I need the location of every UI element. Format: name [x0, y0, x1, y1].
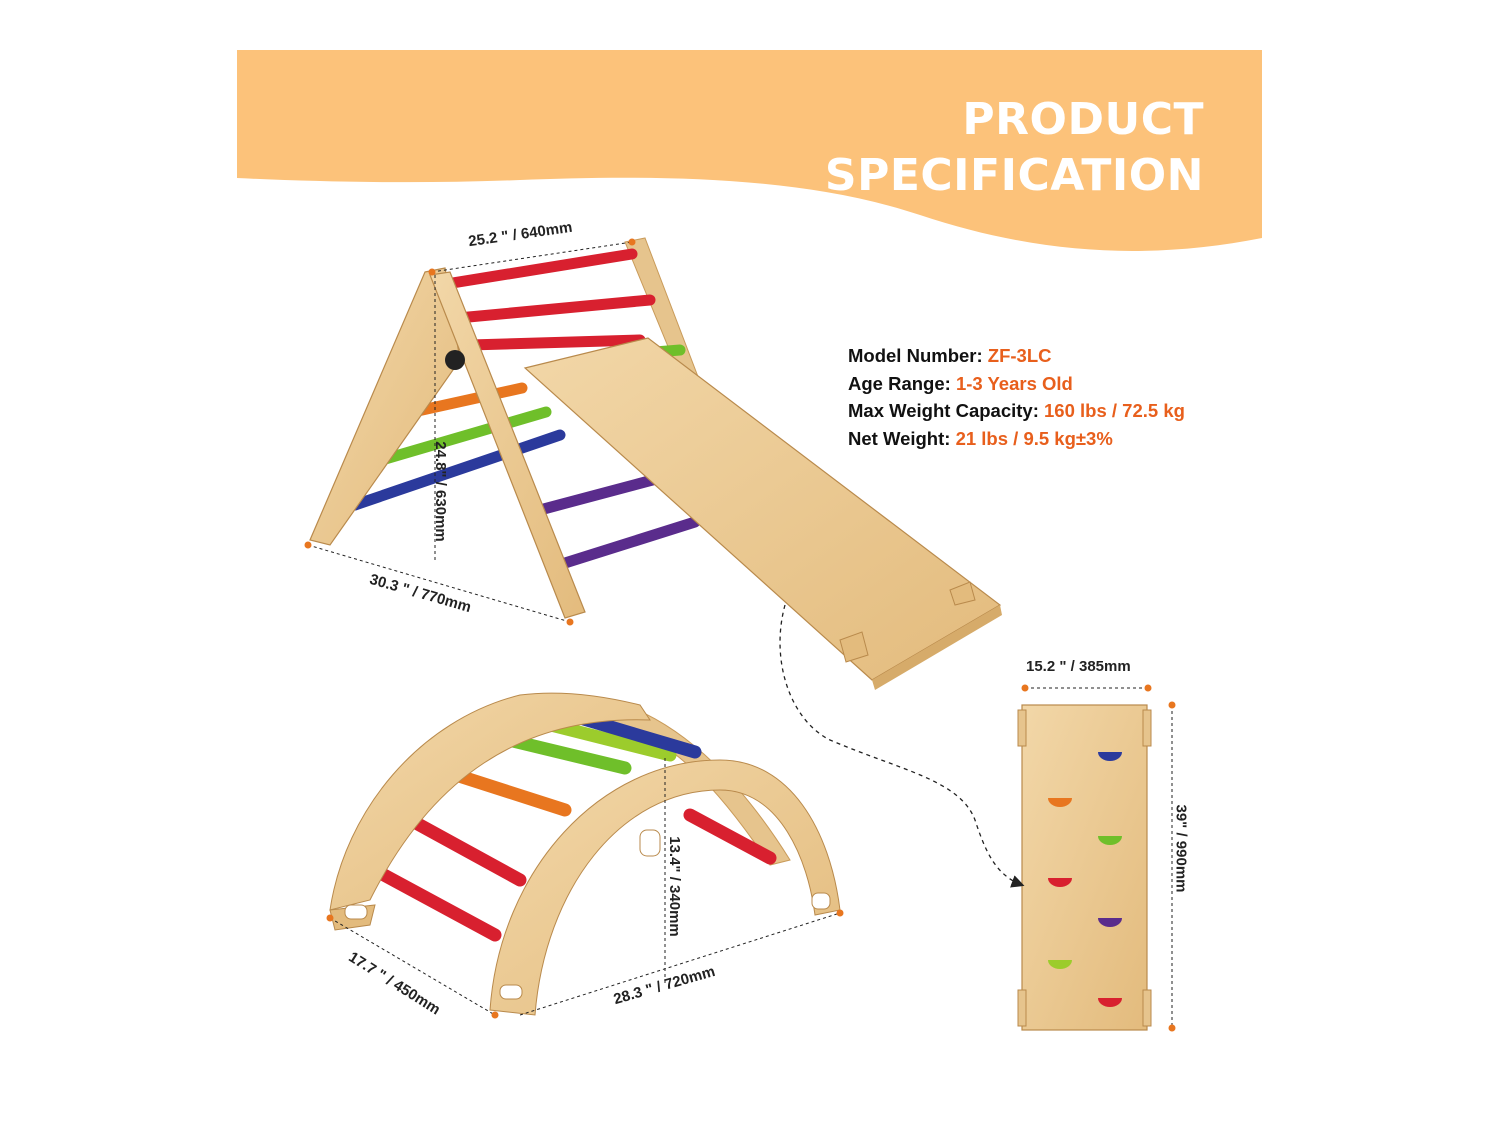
- spec-model-label: Model Number:: [848, 345, 983, 366]
- header-banner: [237, 50, 1262, 251]
- spec-net-weight: Net Weight: 21 lbs / 9.5 kg±3%: [848, 425, 1185, 453]
- dim-arch-height: 13.4" / 340mm: [665, 836, 683, 937]
- banner-title-line1: PRODUCT: [962, 94, 1204, 145]
- arch-dimension-dots: [326, 909, 844, 1019]
- arch-rocker: [329, 692, 841, 1016]
- spec-age-value: 1-3 Years Old: [955, 372, 1073, 394]
- triangle-dimension-lines: [307, 241, 633, 623]
- spec-weight-capacity: Max Weight Capacity: 160 lbs / 72.5 kg: [848, 397, 1185, 425]
- dim-triangle-height: 24.8" / 630mm: [431, 441, 449, 542]
- climbing-holds: [1048, 752, 1122, 1007]
- banner-title-line2: SPECIFICATION: [824, 150, 1204, 201]
- banner-title: PRODUCT SPECIFICATION: [825, 92, 1204, 204]
- board-dimension-dots: [1021, 684, 1176, 1032]
- spec-model: Model Number: ZF-3LC: [848, 342, 1185, 370]
- connector-arrow: [779, 604, 1025, 888]
- arch-dimension-lines: [329, 758, 841, 1016]
- triangle-climber: [309, 237, 1002, 690]
- dim-board-width: 15.2 " / 385mm: [1026, 658, 1131, 675]
- spec-age-label: Age Range:: [848, 372, 951, 394]
- spec-net-weight-value: 21 lbs / 9.5 kg±3%: [955, 427, 1113, 449]
- dim-board-length: 39" / 990mm: [1172, 804, 1190, 893]
- spec-model-value: ZF-3LC: [987, 345, 1052, 366]
- triangle-dimension-dots: [304, 238, 636, 626]
- board-dimension-lines: [1025, 687, 1173, 1028]
- climbing-board: [1017, 704, 1152, 1031]
- spec-net-weight-label: Net Weight:: [848, 427, 951, 449]
- spec-weight-capacity-value: 160 lbs / 72.5 kg: [1044, 400, 1185, 421]
- spec-weight-capacity-label: Max Weight Capacity:: [848, 400, 1039, 421]
- spec-list: Model Number: ZF-3LC Age Range: 1-3 Year…: [848, 342, 1185, 452]
- spec-age: Age Range: 1-3 Years Old: [848, 370, 1185, 398]
